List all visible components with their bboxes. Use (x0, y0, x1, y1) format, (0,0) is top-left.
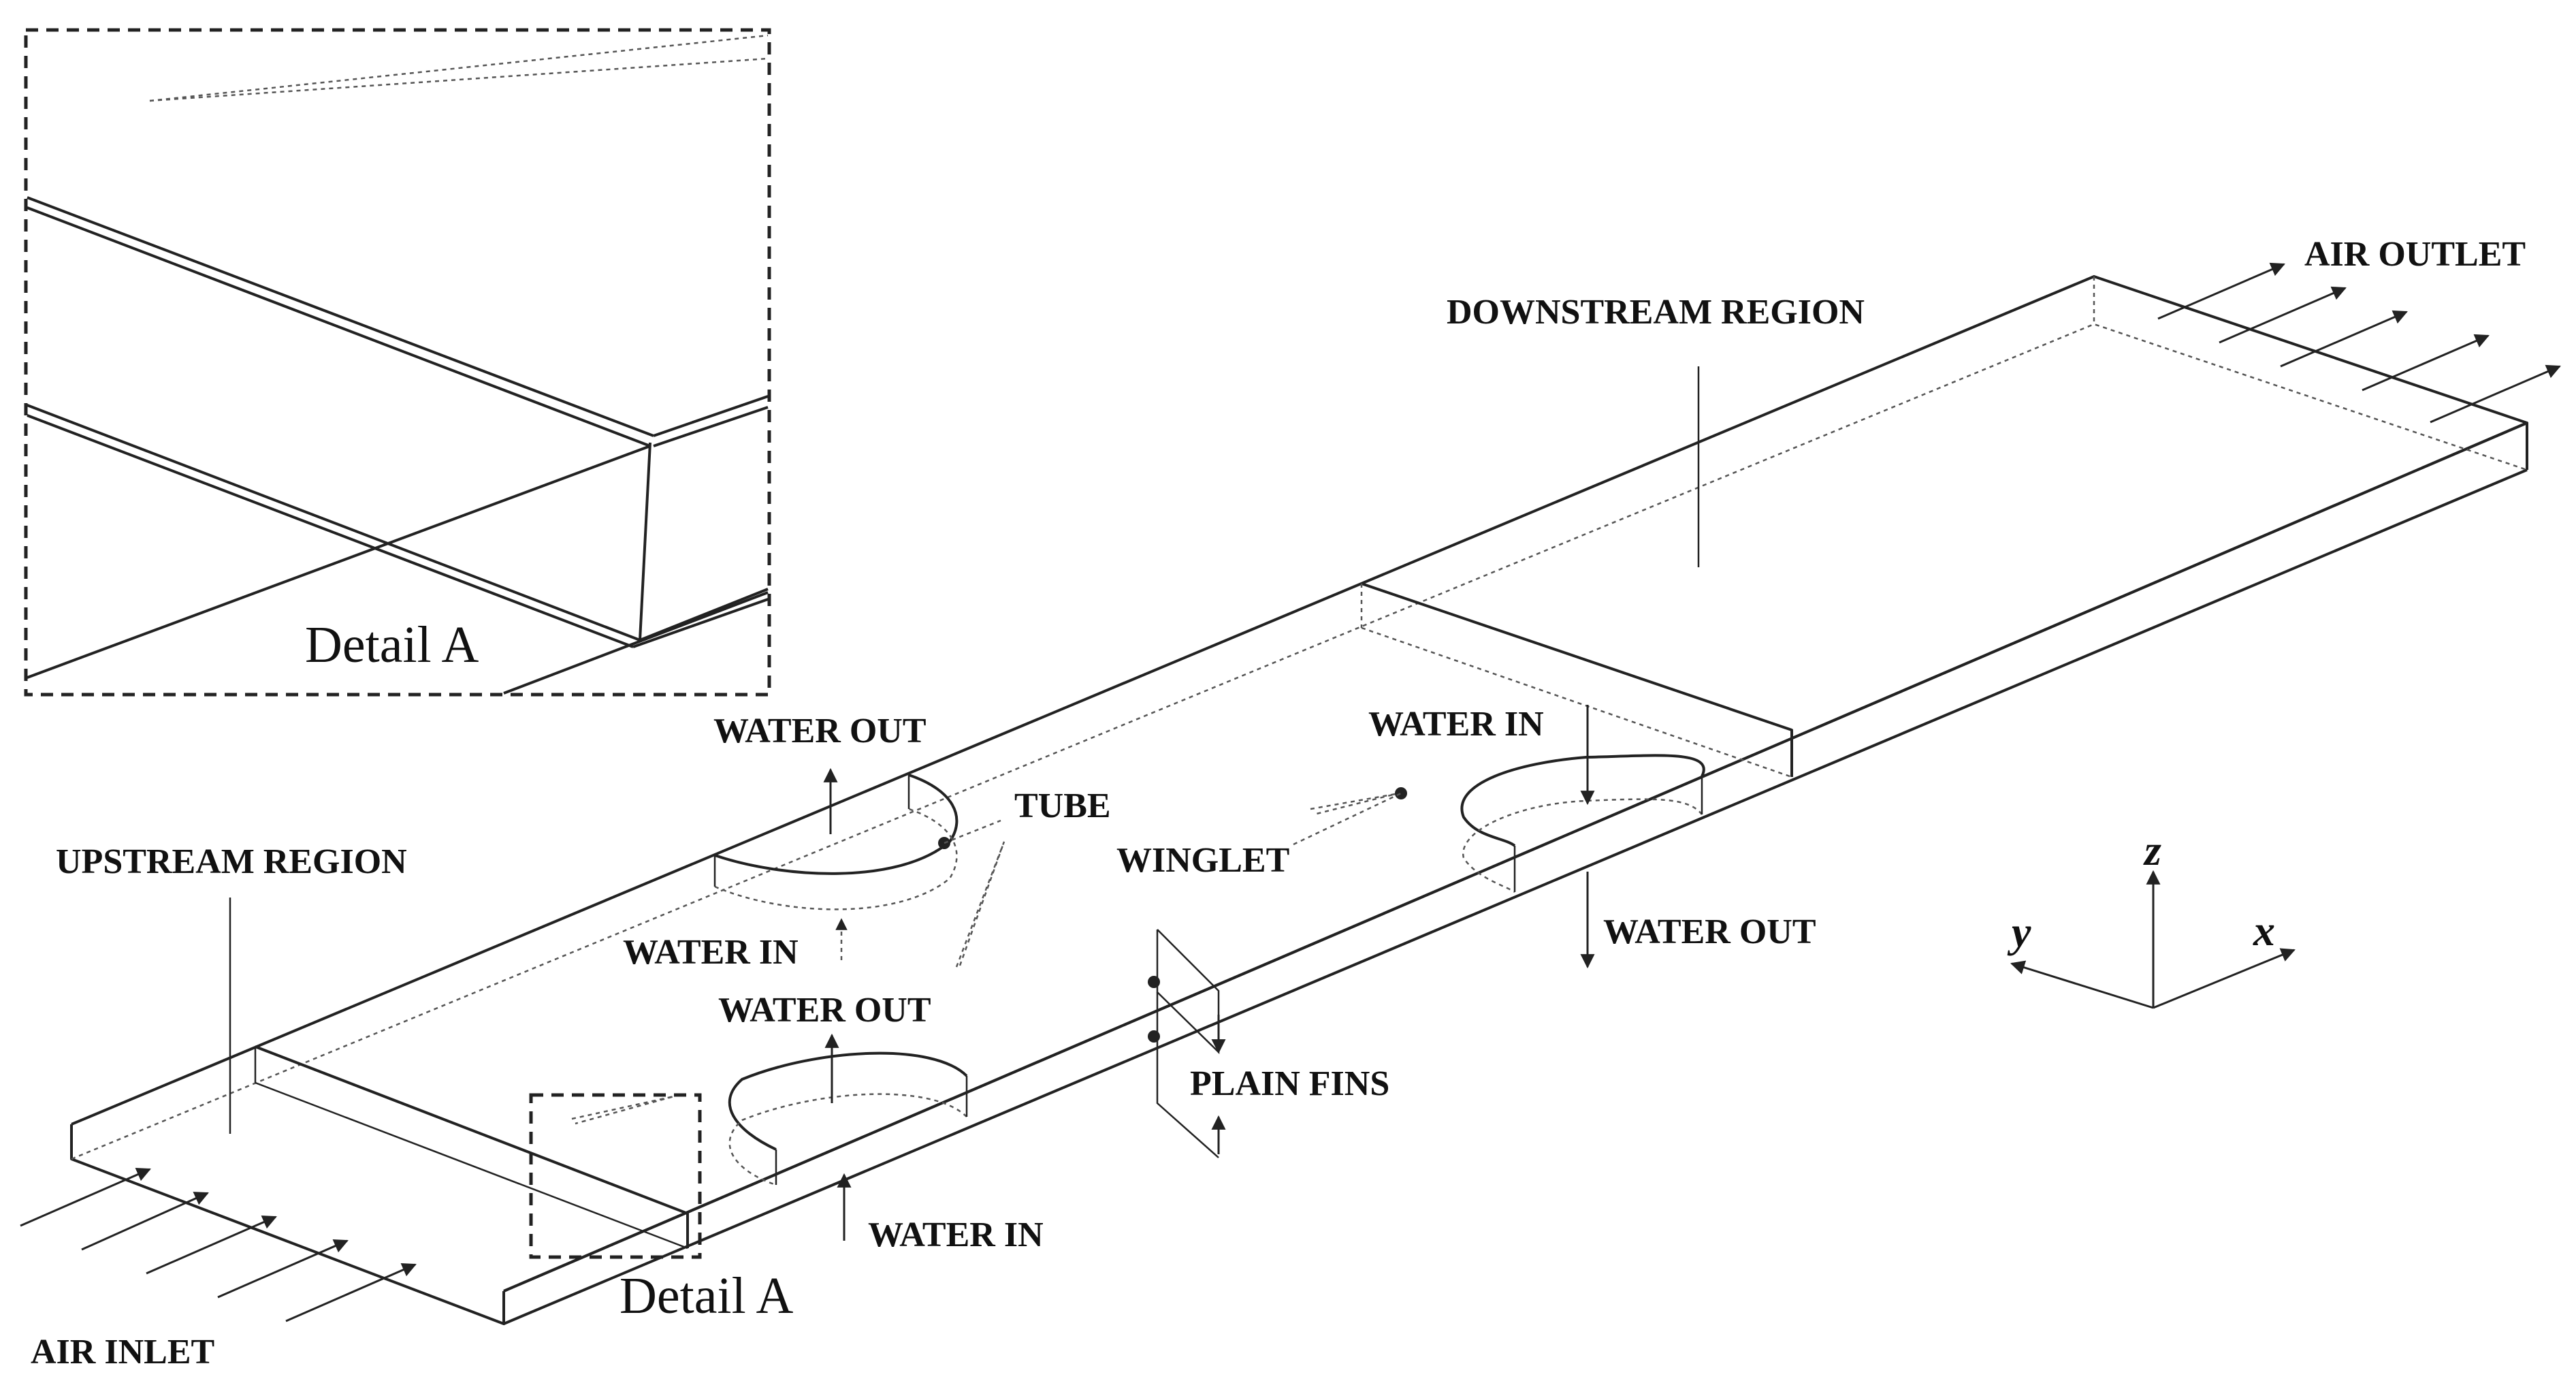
inlet-face (70, 1124, 505, 1325)
water-in-label-3: WATER IN (1368, 705, 1544, 744)
downstream-divider (1361, 582, 1793, 777)
tube-label: TUBE (1014, 787, 1111, 825)
channel-hidden-back-edge (71, 323, 2528, 1160)
detail-a-caption: Detail A (619, 1267, 794, 1324)
tube-lower (728, 1051, 968, 1186)
channel-top-left-edge (71, 275, 2528, 1292)
y-axis-label: y (2007, 908, 2031, 956)
channel-front-bottom-edge (503, 469, 2528, 1325)
air-outlet-label: AIR OUTLET (2304, 235, 2526, 274)
water-out-label-2: WATER OUT (718, 991, 931, 1030)
water-in-label-2: WATER IN (868, 1216, 1044, 1254)
x-axis (2153, 948, 2296, 1009)
water-out-label-1: WATER OUT (713, 712, 927, 750)
winglet-upper (955, 841, 1005, 968)
winglet-lower (571, 1095, 675, 1125)
water-in-label-1: WATER IN (623, 933, 799, 972)
detail-a-inset-frame (24, 28, 771, 697)
detail-a-inset (24, 28, 771, 697)
upstream-region-label: UPSTREAM REGION (56, 842, 407, 881)
y-axis (2010, 960, 2154, 1009)
winglet-label: WINGLET (1116, 841, 1289, 880)
upstream-divider-lower (255, 1081, 688, 1250)
water-out-label-3: WATER OUT (1603, 912, 1816, 951)
winglet-right (1310, 793, 1396, 816)
downstream-region-label: DOWNSTREAM REGION (1447, 293, 1865, 332)
air-inlet-arrows (20, 1167, 417, 1322)
inset-winglet-line-1 (149, 57, 769, 102)
tube-upper (713, 774, 959, 910)
plain-fins-leader (1148, 929, 1226, 1158)
inset-winglet-line-2 (149, 34, 769, 102)
downstream-divider-hidden-2 (1361, 626, 1792, 778)
tube-leader-line (944, 819, 1001, 844)
upstream-divider (255, 1045, 689, 1248)
x-axis-label: x (2253, 906, 2275, 955)
tube-right (1460, 754, 1705, 893)
air-inlet-label: AIR INLET (31, 1333, 214, 1371)
winglet-leader-dot (1395, 787, 1407, 799)
detail-a-marker-box (529, 1093, 702, 1259)
z-axis-label: z (2143, 826, 2161, 874)
coordinate-axes: z x y (2007, 826, 2296, 1009)
air-outlet-arrows (2157, 262, 2561, 424)
detail-a-inset-caption: Detail A (305, 616, 479, 673)
channel-body (70, 275, 2528, 1325)
plain-fins-label: PLAIN FINS (1190, 1064, 1389, 1103)
winglet-leader-line (1293, 792, 1402, 846)
winglets (571, 793, 1396, 1125)
